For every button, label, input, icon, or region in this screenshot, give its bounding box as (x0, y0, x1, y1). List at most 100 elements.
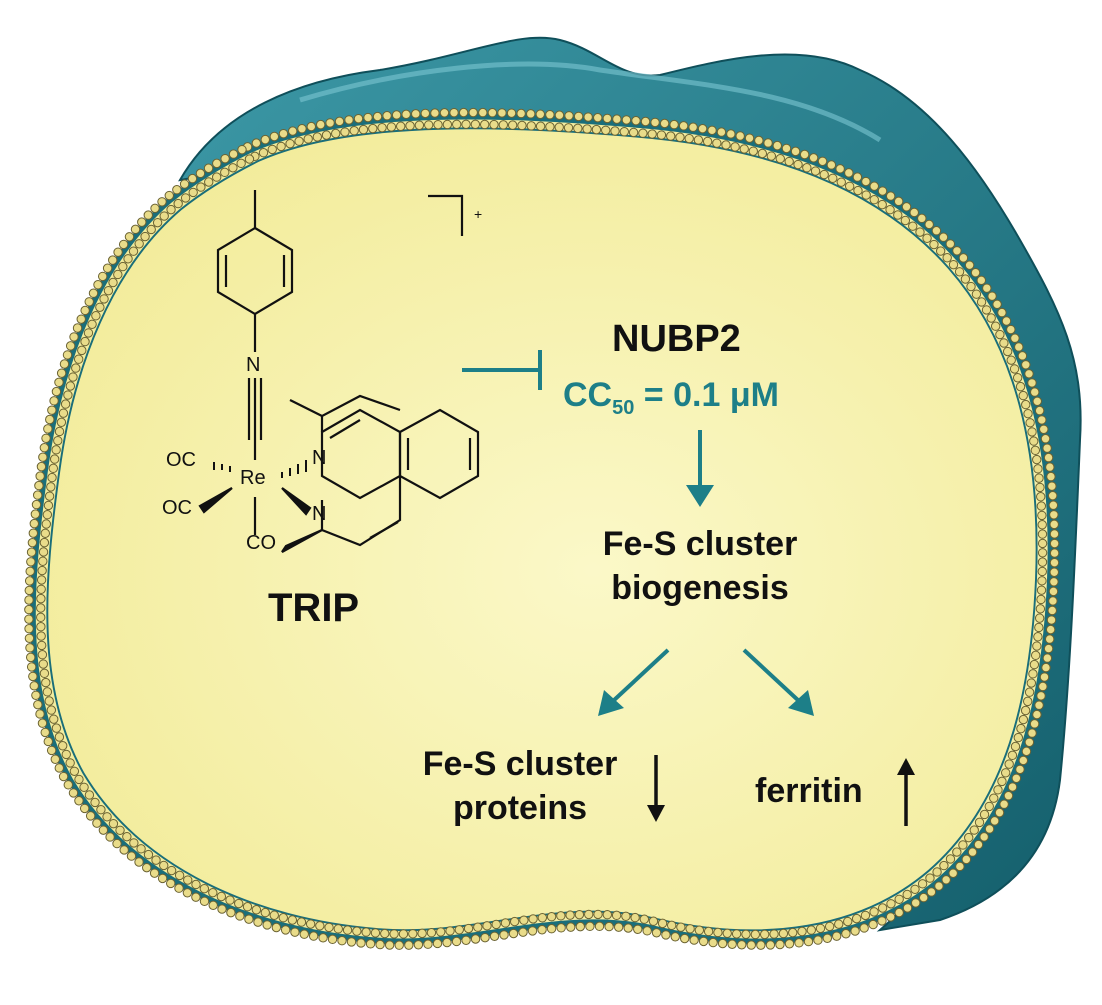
lipid-bead (594, 921, 605, 932)
lipid-bead (126, 851, 137, 861)
lipid-bead (941, 875, 951, 885)
lipid-bead (24, 614, 34, 624)
lipid-bead (1009, 364, 1020, 374)
lipid-bead (424, 120, 434, 130)
lipid-bead (670, 932, 680, 942)
lipid-bead (1037, 576, 1047, 586)
lipid-bead (999, 799, 1009, 809)
lipid-bead (118, 261, 128, 272)
lipid-bead (123, 254, 133, 264)
lipid-bead (754, 135, 764, 146)
lipid-bead (69, 332, 79, 342)
lipid-bead (979, 809, 990, 820)
lipid-bead (188, 187, 198, 198)
lipid-bead (1015, 764, 1025, 775)
lipid-bead (327, 934, 338, 945)
lipid-bead (164, 190, 174, 201)
lipid-bead (784, 156, 794, 167)
lipid-bead (948, 259, 959, 270)
lipid-bead (212, 158, 222, 169)
lipid-bead (315, 119, 326, 130)
lipid-bead (931, 226, 942, 236)
lipid-bead (46, 745, 57, 756)
lipid-bead (1007, 782, 1018, 792)
trip-molecule-structure (198, 190, 480, 553)
lipid-bead (262, 920, 272, 930)
lipid-bead (384, 940, 395, 950)
lipid-bead (793, 159, 803, 170)
lipid-bead (36, 461, 47, 472)
lipid-bead (546, 912, 557, 922)
lipid-bead (1034, 473, 1044, 483)
lipid-bead (885, 205, 895, 215)
lipid-bead (925, 873, 935, 883)
lipid-bead (748, 146, 758, 156)
lipid-bead (971, 289, 982, 299)
lipid-bead (984, 824, 995, 834)
lipid-bead (1018, 755, 1029, 766)
lipid-bead (952, 246, 962, 256)
lipid-bead (860, 910, 871, 921)
lipid-bead (220, 167, 230, 178)
lipid-bead (420, 108, 431, 119)
lipid-bead (1007, 750, 1018, 761)
lipid-bead (537, 925, 547, 935)
lipid-bead (461, 935, 471, 945)
lipid-bead (112, 838, 122, 849)
lipid-bead (306, 121, 316, 132)
cell-3d-highlight (299, 61, 882, 143)
lipid-bead (757, 148, 768, 159)
lipid-bead (750, 929, 761, 940)
lipid-bead (1037, 548, 1048, 558)
lipid-bead (1029, 719, 1040, 729)
lipid-bead (377, 122, 387, 133)
lipid-bead (519, 915, 529, 925)
lipid-bead (417, 928, 427, 939)
lipid-bead (398, 929, 409, 939)
atom-oc-bottom-left: OC (162, 497, 192, 519)
lipid-bead (545, 110, 555, 120)
lipid-bead (54, 426, 65, 437)
lipid-bead (375, 939, 385, 950)
lipid-bead (909, 207, 919, 218)
lipid-bead (1002, 346, 1013, 357)
lipid-bead (992, 299, 1002, 310)
lipid-bead (69, 766, 80, 776)
lipid-bead (414, 120, 425, 130)
lipid-bead (739, 144, 749, 154)
lipid-bead (778, 928, 789, 939)
process-line2: biogenesis (611, 569, 789, 607)
lipid-bead (105, 832, 115, 842)
lipid-bead (24, 624, 34, 634)
lipid-bead (841, 929, 851, 939)
lipid-bead (527, 926, 538, 936)
lipid-bead (463, 923, 474, 934)
lipid-bead (958, 253, 969, 263)
lipid-bead (1022, 696, 1033, 707)
lipid-bead (1027, 378, 1037, 388)
lipid-bead (915, 227, 925, 237)
lipid-bead (639, 914, 650, 924)
lipid-bead (363, 112, 373, 123)
lipid-bead (894, 894, 904, 904)
lipid-bead (411, 109, 421, 119)
lipid-bead (442, 119, 453, 130)
lipid-bead (73, 354, 84, 364)
lipid-bead (885, 912, 896, 922)
lipid-bead (216, 891, 227, 902)
lipid-bead (583, 112, 593, 122)
lipid-bead (537, 913, 548, 923)
lipid-bead (509, 916, 520, 927)
lipid-bead (1047, 490, 1058, 501)
lipid-bead (258, 148, 269, 158)
lipid-bead (1028, 669, 1038, 679)
lipid-bead (191, 892, 201, 902)
lipid-bead (25, 652, 36, 663)
lipid-bead (349, 126, 359, 136)
lipid-bead (612, 114, 622, 124)
lipid-bead (195, 168, 206, 179)
lipid-bead (439, 108, 450, 118)
lipid-bead (41, 677, 51, 688)
lipid-bead (517, 120, 527, 131)
lipid-bead (638, 128, 648, 138)
